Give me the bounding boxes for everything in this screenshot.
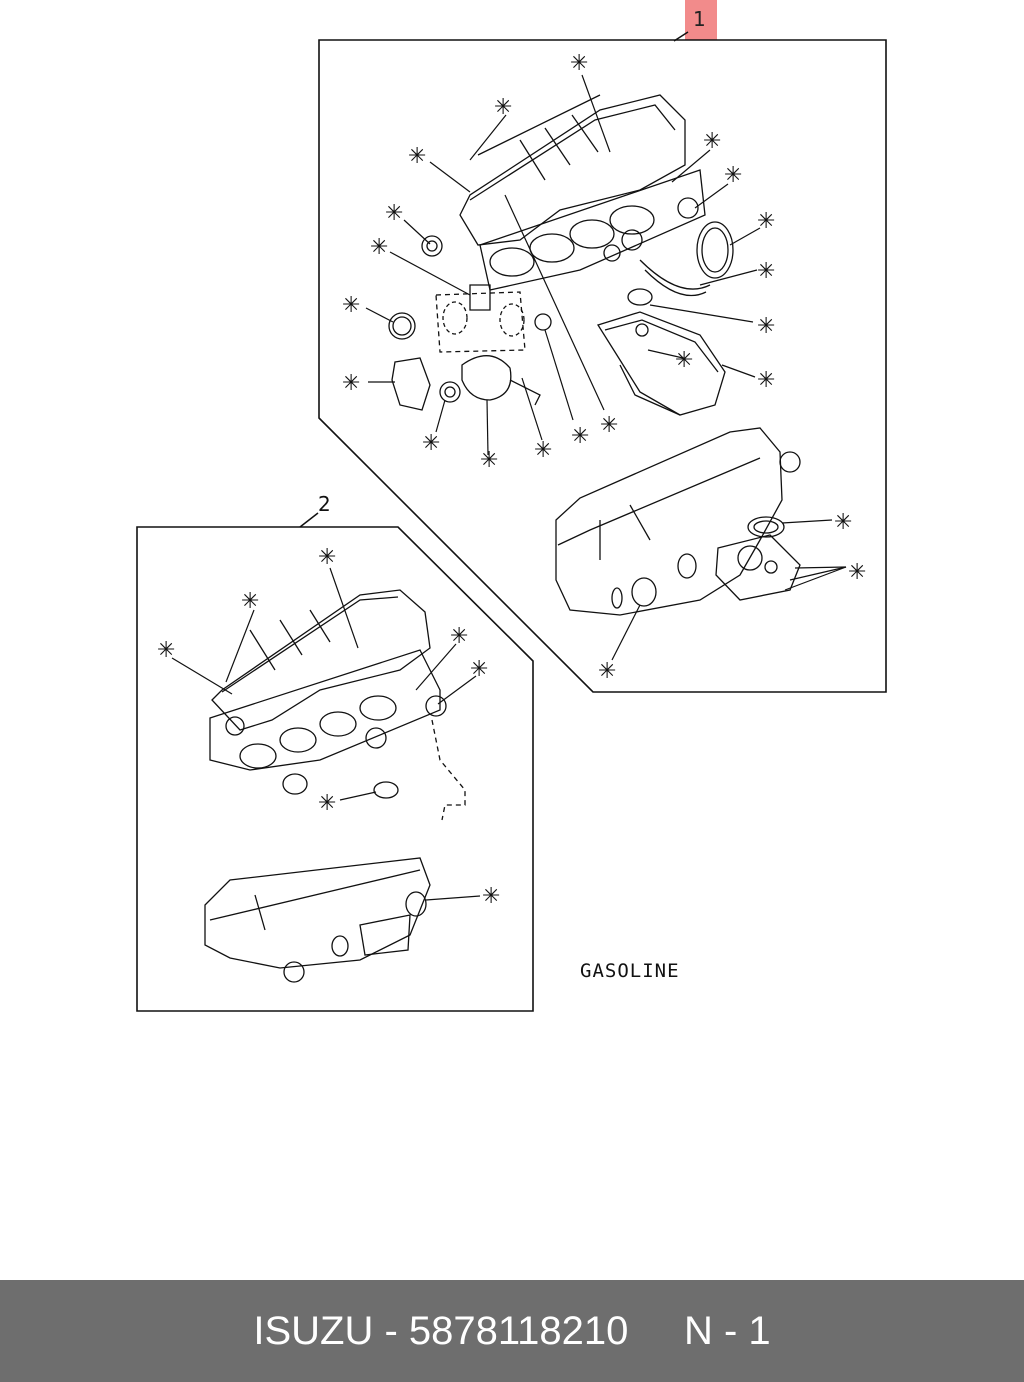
marker: ✳	[494, 95, 512, 120]
leader-lines-2	[171, 567, 481, 901]
marker: ✳	[757, 209, 775, 234]
marker: ✳	[422, 431, 440, 456]
marker: ✳	[571, 424, 589, 449]
marker: ✳	[342, 293, 360, 318]
marker: ✳	[470, 657, 488, 682]
marker: ✳	[757, 314, 775, 339]
callout-2-label: 2	[318, 492, 331, 516]
separator: -	[373, 1308, 409, 1353]
marker: ✳	[450, 624, 468, 649]
marker: ✳	[408, 144, 426, 169]
marker: ✳	[570, 51, 588, 76]
marker: ✳	[534, 438, 552, 463]
callout-1-highlight	[685, 0, 717, 40]
marker: ✳	[480, 448, 498, 473]
marker: ✳	[157, 638, 175, 663]
footer-caption: ISUZU - 5878118210 N - 1	[253, 1309, 770, 1354]
marker: ✳	[757, 368, 775, 393]
engine-block-drawing-2	[204, 589, 466, 983]
marker: ✳	[241, 589, 259, 614]
panel-1-frame	[318, 39, 887, 693]
marker: ✳	[318, 791, 336, 816]
marker: ✳	[600, 413, 618, 438]
marker: ✳	[482, 884, 500, 909]
marker: ✳	[724, 163, 742, 188]
marker: ✳	[342, 371, 360, 396]
engine-type-label: GASOLINE	[580, 960, 680, 982]
panel-2-frame	[136, 526, 534, 1012]
markers: ✳ ✳ ✳ ✳ ✳ ✳ ✳ ✳ ✳ ✳ ✳ ✳ ✳ ✳ ✳ ✳ ✳ ✳ ✳ ✳ …	[157, 51, 866, 909]
footer-bar: ISUZU - 5878118210 N - 1	[0, 1280, 1024, 1382]
marker: ✳	[370, 235, 388, 260]
page-indicator: N - 1	[683, 1308, 771, 1353]
marker: ✳	[848, 560, 866, 585]
brand-name: ISUZU	[253, 1308, 374, 1353]
marker: ✳	[598, 659, 616, 684]
marker: ✳	[703, 129, 721, 154]
marker: ✳	[385, 201, 403, 226]
marker: ✳	[675, 348, 693, 373]
marker: ✳	[834, 510, 852, 535]
marker: ✳	[757, 259, 775, 284]
part-number: 5878118210	[408, 1308, 629, 1353]
leader-lines-1	[365, 74, 847, 661]
callout-1-label: 1	[693, 7, 706, 31]
engine-block-drawing-1	[388, 94, 801, 616]
marker: ✳	[318, 545, 336, 570]
parts-diagram: 1 2	[136, 0, 887, 1012]
